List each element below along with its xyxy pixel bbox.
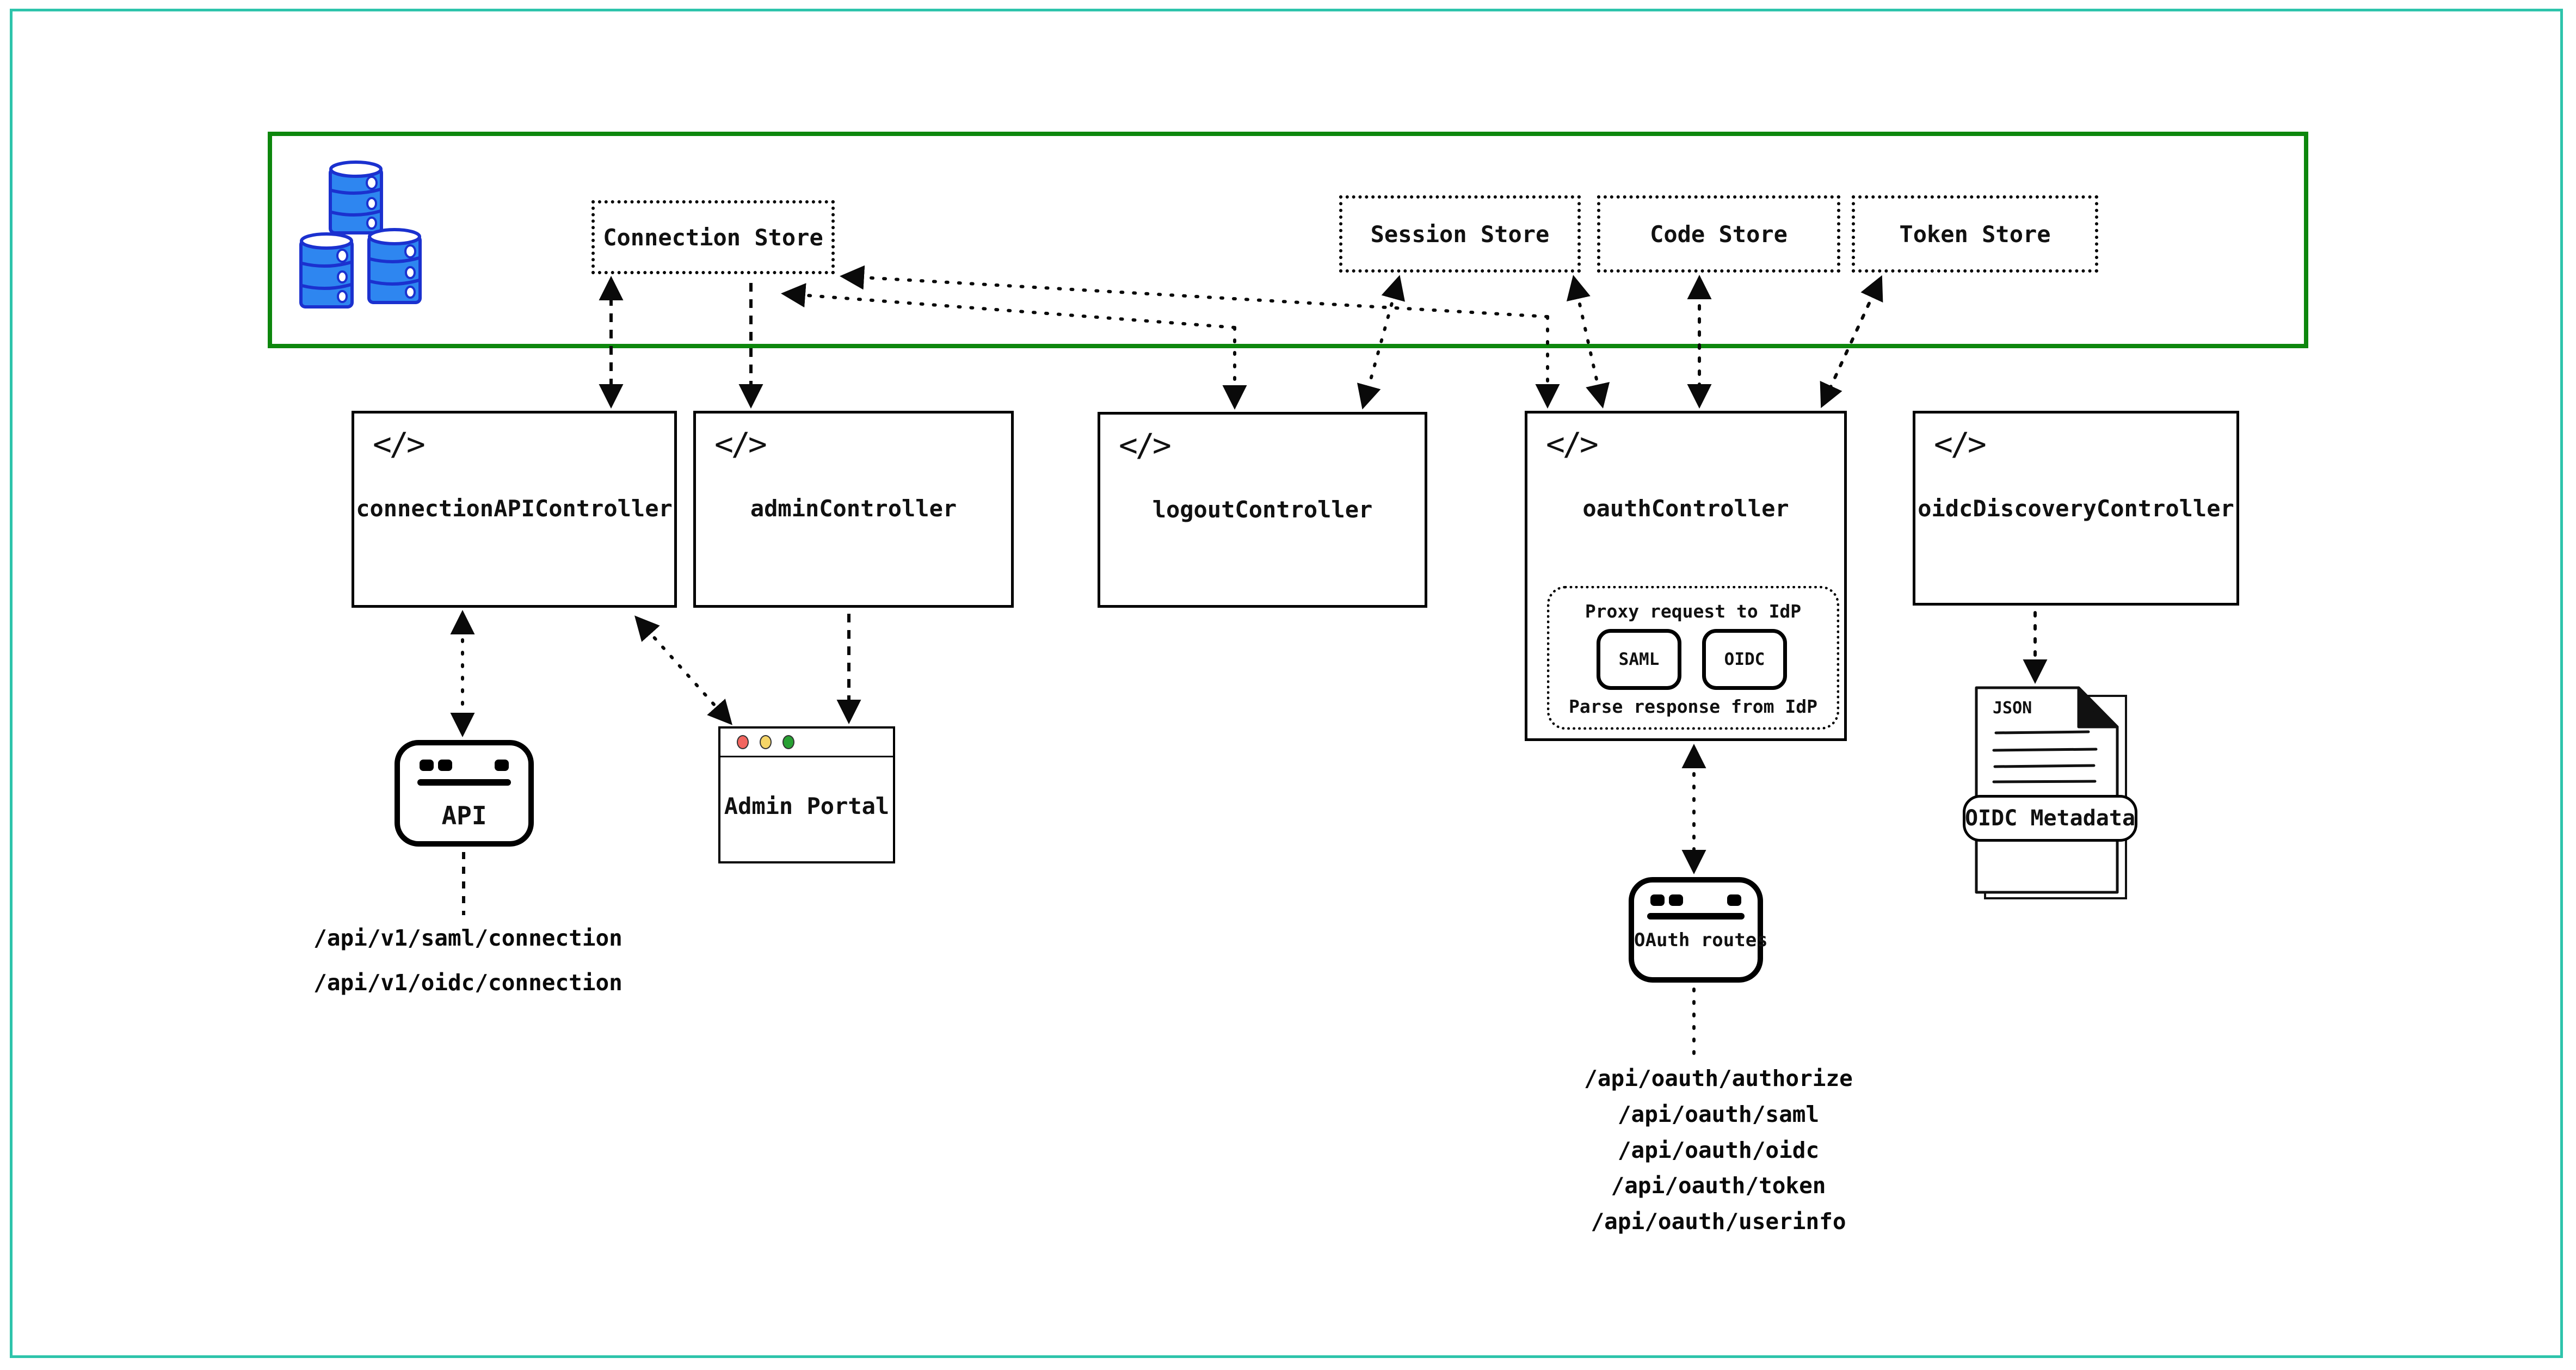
browser-bar (1647, 913, 1745, 919)
oidc-metadata-text: OIDC Metadata (1964, 806, 2136, 831)
saml-chip: SAML (1597, 629, 1681, 690)
connection-api-controller-label: connectionAPIController (356, 495, 673, 522)
api-app-icon: API (395, 740, 534, 847)
browser-dot-icon (1727, 894, 1741, 906)
oauth-controller-label: oauthController (1582, 495, 1789, 522)
path-oauth-token: /api/oauth/token (1611, 1172, 1826, 1199)
close-light-icon (737, 735, 749, 749)
browser-dot-icon (495, 760, 509, 771)
code-icon: </> (1119, 427, 1172, 464)
proxy-request-label: Proxy request to IdP (1585, 601, 1802, 622)
browser-dot-icon (1669, 894, 1683, 906)
code-store-label: Code Store (1650, 220, 1788, 248)
connection-store-box: Connection Store (591, 200, 835, 274)
session-store-box: Session Store (1339, 195, 1581, 273)
browser-bar (417, 779, 511, 786)
api-label: API (441, 801, 487, 830)
code-icon: </> (1934, 425, 1987, 462)
admin-portal-window: Admin Portal (718, 726, 895, 863)
connection-api-controller-box: </> connectionAPIController (352, 411, 677, 608)
path-saml-connection: /api/v1/saml/connection (313, 925, 623, 951)
oauth-routes-app-icon: OAuth routes (1629, 877, 1768, 983)
browser-dot-icon (420, 760, 434, 771)
code-icon: </> (1546, 425, 1599, 462)
session-store-label: Session Store (1370, 220, 1550, 248)
minimize-light-icon (760, 735, 772, 749)
oidc-chip: OIDC (1702, 629, 1787, 690)
admin-portal-label: Admin Portal (724, 793, 890, 819)
browser-dot-icon (438, 760, 452, 771)
admin-controller-box: </> adminController (693, 411, 1014, 608)
logout-controller-label: logoutController (1152, 496, 1373, 523)
oauth-controller-box: </> oauthController Proxy request to IdP… (1525, 411, 1847, 741)
path-oauth-saml: /api/oauth/saml (1617, 1101, 1820, 1127)
window-titlebar (720, 729, 893, 757)
outer-frame (10, 9, 2563, 1358)
saml-chip-label: SAML (1618, 650, 1660, 669)
logout-controller-box: </> logoutController (1098, 412, 1427, 608)
oidc-discovery-controller-label: oidcDiscoveryController (1918, 495, 2234, 522)
oidc-chip-label: OIDC (1724, 650, 1765, 669)
idp-proxy-box: Proxy request to IdP SAML OIDC Parse res… (1547, 586, 1839, 730)
path-oauth-userinfo: /api/oauth/userinfo (1591, 1208, 1846, 1235)
code-icon: </> (714, 425, 767, 462)
path-oidc-connection: /api/v1/oidc/connection (313, 970, 623, 996)
oidc-metadata-label: OIDC Metadata (1963, 795, 2137, 842)
oauth-routes-label: OAuth routes (1634, 929, 1768, 951)
admin-controller-label: adminController (750, 495, 957, 522)
parse-response-label: Parse response from IdP (1569, 696, 1817, 717)
connection-store-label: Connection Store (603, 224, 823, 251)
oidc-discovery-controller-box: </> oidcDiscoveryController (1913, 411, 2239, 606)
json-file-type-label: JSON (1993, 699, 2032, 718)
path-oauth-authorize: /api/oauth/authorize (1584, 1065, 1853, 1091)
maximize-light-icon (782, 735, 794, 749)
code-store-box: Code Store (1597, 195, 1840, 273)
code-icon: </> (373, 425, 426, 462)
token-store-label: Token Store (1899, 220, 2051, 248)
path-oauth-oidc: /api/oauth/oidc (1617, 1137, 1820, 1163)
browser-dot-icon (1650, 894, 1665, 906)
token-store-box: Token Store (1852, 195, 2098, 273)
